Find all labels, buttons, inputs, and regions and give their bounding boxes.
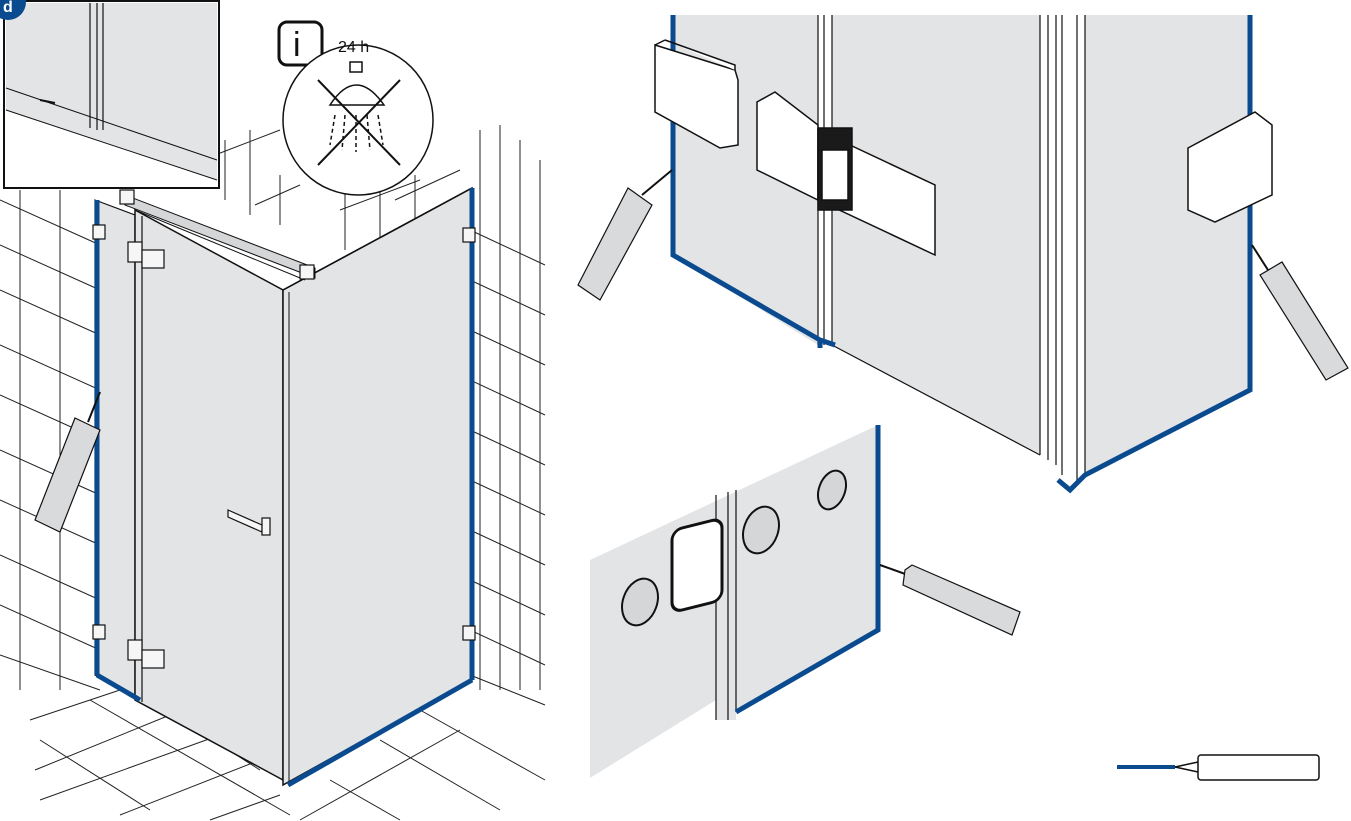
legend-silicone — [1117, 754, 1320, 781]
silicone-cartridge-bracket — [879, 564, 1021, 636]
step-label: d — [3, 0, 13, 16]
overview-panel — [0, 125, 546, 821]
silicone-cartridge-right — [1251, 244, 1349, 381]
wall-clamp-left — [654, 39, 739, 149]
wall-bracket-detail-panel — [590, 425, 1021, 778]
info-icon — [277, 20, 324, 67]
no-shower-icon — [317, 61, 401, 166]
silicone-cartridge-icon — [1174, 754, 1320, 781]
mounting-holes — [621, 469, 848, 627]
wall-tiles — [0, 125, 546, 706]
silicone-cartridge-icon — [34, 391, 101, 533]
silicone-cartridge-left — [577, 169, 673, 301]
wait-time-label: 24 h — [338, 39, 369, 56]
floor-tiles — [29, 689, 546, 821]
door-panel — [134, 208, 284, 782]
hinge-inset — [3, 0, 220, 189]
info-notice: i 24 h — [277, 20, 434, 196]
silicone-seams-detail — [670, 15, 1253, 494]
info-glyph: i — [293, 26, 301, 64]
left-glass-panel — [94, 199, 136, 696]
hinge-detail-panel — [577, 15, 1349, 494]
hinge — [756, 91, 936, 257]
silicone-seams-bracket — [734, 425, 881, 715]
wall-plate — [670, 518, 724, 612]
step-badge: d — [0, 0, 26, 20]
hinge-hardware — [92, 189, 476, 669]
wall-clamp-right — [1187, 111, 1273, 223]
door-handle — [227, 509, 271, 536]
